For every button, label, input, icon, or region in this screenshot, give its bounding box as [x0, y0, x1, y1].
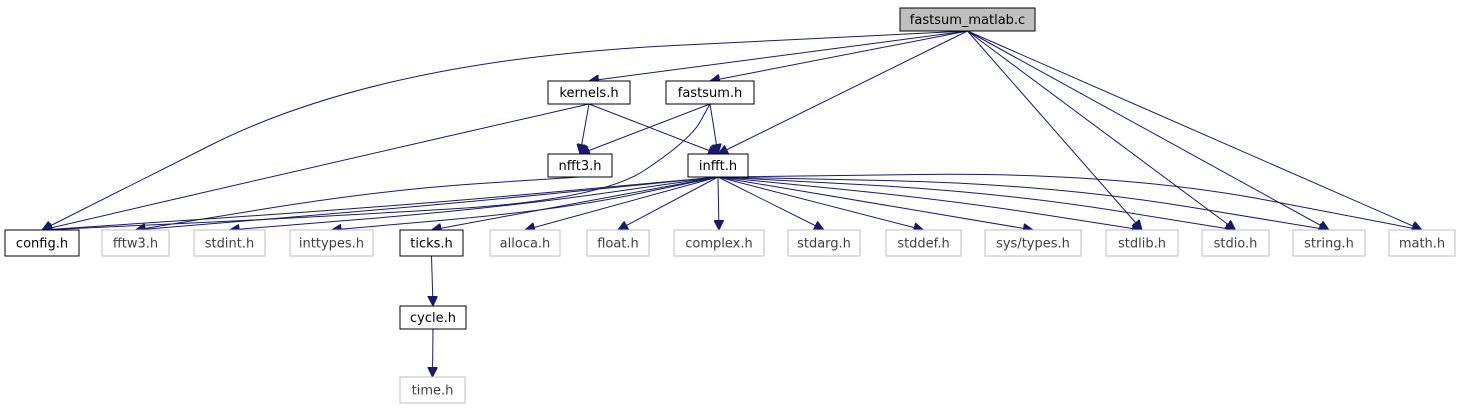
node-label: math.h — [1399, 237, 1445, 252]
node-box — [399, 305, 467, 330]
edge-cycle-to-time — [433, 328, 434, 377]
node-label: fftw3.h — [113, 237, 158, 252]
node-label: sys/types.h — [996, 237, 1070, 252]
edge-root-to-kernels — [589, 30, 968, 81]
node-box — [4, 229, 80, 257]
node-box — [665, 80, 755, 105]
node-stdint: stdint.h — [193, 229, 266, 257]
node-box — [885, 229, 962, 257]
node-box — [399, 229, 464, 257]
edge-infft-to-stdarg — [717, 176, 824, 230]
node-box — [193, 229, 266, 257]
node-label: string.h — [1304, 237, 1354, 252]
node-string: string.h — [1292, 229, 1366, 257]
node-box — [787, 229, 861, 257]
edge-nfft3-to-fftw3 — [136, 176, 581, 230]
node-label: fastsum_matlab.c — [910, 13, 1025, 28]
edge-infft-to-stdio — [717, 176, 1236, 230]
edge-fastsum-to-nfft3 — [580, 103, 711, 154]
node-fastsum[interactable]: fastsum.h — [665, 80, 755, 105]
edge-infft-to-alloca — [525, 176, 719, 230]
edge-infft-to-complex — [718, 176, 719, 230]
edge-infft-to-stdlib — [717, 176, 1142, 230]
node-box — [547, 80, 631, 105]
node-box — [673, 229, 765, 257]
node-box — [1105, 229, 1179, 257]
nodes-layer: fastsum_matlab.c kernels.h fastsum.h nfft3.… — [4, 7, 1456, 404]
edge-infft-to-systypes — [717, 176, 1033, 230]
node-float: float.h — [586, 229, 650, 257]
edge-kernels-to-infft — [588, 103, 718, 154]
node-label: alloca.h — [500, 237, 551, 252]
edge-kernels-to-config — [42, 103, 590, 230]
node-infft[interactable]: infft.h — [687, 153, 749, 178]
node-box — [1201, 229, 1270, 257]
node-label: ticks.h — [410, 237, 453, 252]
edge-root-to-infft — [718, 30, 968, 154]
node-systypes: sys/types.h — [984, 229, 1082, 257]
edge-root-to-string — [967, 30, 1330, 230]
node-label: stddef.h — [897, 237, 949, 252]
node-label: fastsum.h — [678, 86, 742, 101]
node-box — [1388, 229, 1456, 257]
node-config[interactable]: config.h — [4, 229, 80, 257]
node-ticks[interactable]: ticks.h — [399, 229, 464, 257]
edge-root-to-stdlib — [967, 30, 1143, 230]
node-box — [399, 376, 466, 404]
edges-layer — [42, 30, 1423, 377]
edge-infft-to-string — [717, 176, 1329, 230]
node-label: stdint.h — [205, 237, 254, 252]
node-box — [489, 229, 561, 257]
edge-infft-to-ticks — [432, 176, 719, 230]
edge-infft-to-float — [618, 176, 719, 230]
node-label: complex.h — [685, 237, 752, 252]
edge-fastsum-to-config — [42, 103, 711, 230]
node-fftw3: fftw3.h — [101, 229, 170, 257]
edge-root-to-stdio — [967, 30, 1236, 230]
edge-infft-to-config — [42, 176, 719, 230]
edge-root-to-config — [42, 30, 968, 230]
node-box — [547, 153, 613, 178]
node-nfft3[interactable]: nfft3.h — [547, 153, 613, 178]
edge-infft-to-stdint — [230, 176, 719, 230]
node-label: stdlib.h — [1118, 237, 1166, 252]
node-label: cycle.h — [410, 311, 456, 326]
node-box — [101, 229, 170, 257]
node-label: kernels.h — [559, 86, 618, 101]
edge-fastsum-to-infft — [709, 103, 718, 154]
node-complex: complex.h — [673, 229, 765, 257]
node-label: inttypes.h — [299, 237, 364, 252]
node-alloca: alloca.h — [489, 229, 561, 257]
edge-infft-to-stddef — [717, 176, 924, 230]
node-time: time.h — [399, 376, 466, 404]
node-box — [687, 153, 749, 178]
node-label: stdio.h — [1214, 237, 1258, 252]
edge-ticks-to-cycle — [432, 255, 434, 306]
node-cycle[interactable]: cycle.h — [399, 305, 467, 330]
edge-root-to-fastsum — [710, 30, 968, 81]
node-box — [586, 229, 650, 257]
node-label: time.h — [412, 384, 454, 399]
node-box — [899, 7, 1036, 32]
node-box — [289, 229, 374, 257]
node-stdio: stdio.h — [1201, 229, 1270, 257]
node-stdlib: stdlib.h — [1105, 229, 1179, 257]
node-stddef: stddef.h — [885, 229, 962, 257]
edge-kernels-to-nfft3 — [580, 103, 590, 154]
node-stdarg: stdarg.h — [787, 229, 861, 257]
node-label: stdarg.h — [797, 237, 851, 252]
node-kernels[interactable]: kernels.h — [547, 80, 631, 105]
node-box — [1292, 229, 1366, 257]
node-label: nfft3.h — [559, 159, 602, 174]
node-root[interactable]: fastsum_matlab.c — [899, 7, 1036, 32]
node-inttypes: inttypes.h — [289, 229, 374, 257]
node-box — [984, 229, 1082, 257]
edge-infft-to-fftw3 — [136, 176, 719, 230]
node-label: float.h — [597, 237, 639, 252]
node-math: math.h — [1388, 229, 1456, 257]
node-label: infft.h — [699, 159, 737, 174]
node-label: config.h — [16, 237, 68, 252]
edge-root-to-math — [967, 30, 1423, 230]
